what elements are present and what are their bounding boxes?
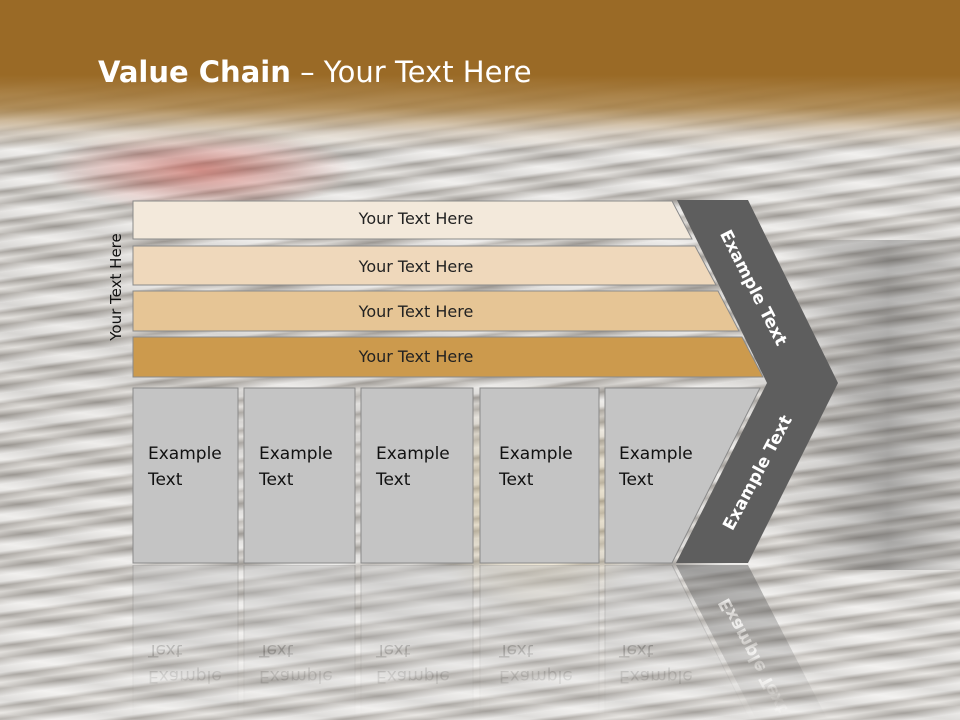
column-text: Example — [259, 444, 333, 464]
column-text: Text — [375, 470, 411, 490]
reflection: Example Text Example Text Example Text E… — [132, 564, 828, 720]
support-bar[interactable] — [132, 245, 717, 286]
primary-column[interactable] — [132, 387, 239, 564]
svg-text:Example: Example — [499, 666, 573, 686]
svg-text:Text: Text — [147, 640, 183, 660]
primary-column[interactable] — [479, 387, 600, 564]
column-text: Text — [618, 470, 654, 490]
svg-text:Text: Text — [258, 640, 294, 660]
svg-text:Example: Example — [619, 666, 693, 686]
svg-text:Text: Text — [618, 640, 654, 660]
bar-label: Your Text Here — [358, 209, 474, 228]
svg-text:Example: Example — [376, 666, 450, 686]
slide-title[interactable]: Value Chain – Your Text Here — [98, 55, 532, 89]
title-band — [0, 0, 960, 150]
column-text: Example — [148, 444, 222, 464]
primary-column[interactable] — [360, 387, 474, 564]
support-bar[interactable] — [132, 200, 693, 240]
bar-label: Your Text Here — [358, 302, 474, 321]
chevron-arrow — [676, 200, 838, 563]
column-text: Text — [498, 470, 534, 490]
reflection-text: Example — [148, 666, 222, 686]
column-text: Example — [499, 444, 573, 464]
column-text: Text — [147, 470, 183, 490]
primary-column[interactable] — [604, 387, 761, 564]
svg-text:Text: Text — [375, 640, 411, 660]
title-bold: Value Chain — [98, 55, 291, 89]
support-bar[interactable] — [132, 290, 740, 332]
title-rest: – Your Text Here — [290, 55, 532, 89]
svg-text:Example: Example — [259, 666, 333, 686]
support-bar[interactable] — [132, 336, 764, 378]
column-text: Text — [258, 470, 294, 490]
primary-column[interactable] — [243, 387, 356, 564]
column-text: Example — [376, 444, 450, 464]
svg-text:Text: Text — [498, 640, 534, 660]
bar-label: Your Text Here — [358, 257, 474, 276]
column-text: Example — [619, 444, 693, 464]
bar-label: Your Text Here — [358, 347, 474, 366]
